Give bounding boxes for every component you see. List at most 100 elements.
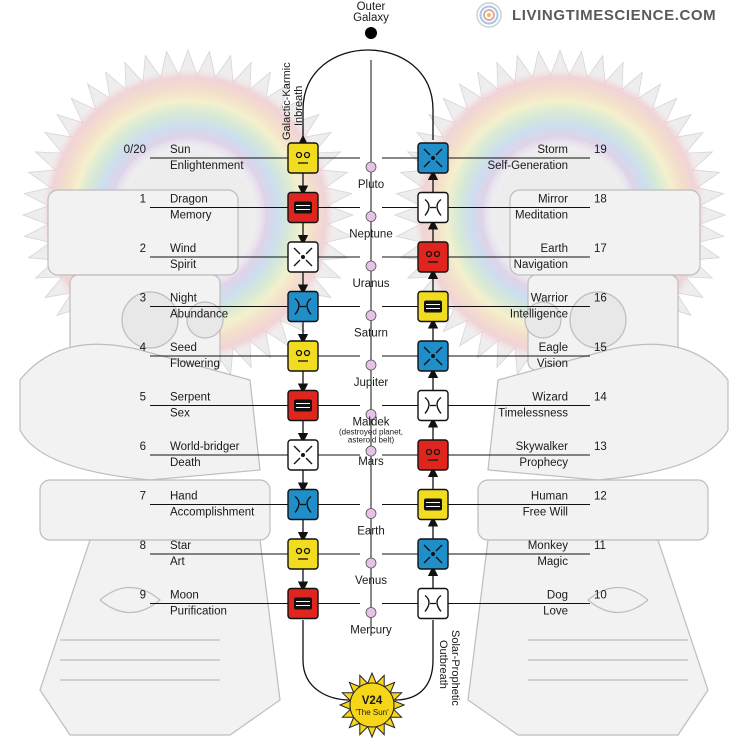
planet-note: (destroyed planet, [339,428,403,437]
seal-name: Mirror [538,194,568,206]
planet-dot [365,409,377,420]
sun-badge: V24 'The Sun' [338,671,406,739]
seal-name: Serpent [170,392,211,404]
glyph-icon [417,538,449,570]
seal-power: Meditation [515,210,568,222]
seal-power: Art [170,556,186,568]
glyph-icon [287,340,319,372]
row-number: 0/20 [124,144,146,156]
planet-name: Earth [357,526,385,538]
glyph-icon [287,389,319,422]
outbreath-label-2: Outbreath [437,640,449,689]
planet: Maldek(destroyed planet,asteroid belt) [339,409,403,445]
glyph-icon [287,538,319,570]
glyph-icon [287,587,319,620]
seal-power: Prophecy [519,457,568,469]
seal-power: Self-Generation [487,160,568,172]
row-number: 5 [140,392,146,404]
seal-name: Monkey [528,540,569,552]
sun-disc [349,682,395,728]
glyph-icon [287,488,319,521]
planet-name: Maldek [352,417,389,429]
seal-power: Intelligence [510,309,568,321]
planet-dot [365,161,377,173]
seal-power: Memory [170,210,212,222]
seal-name: World-bridger [170,441,240,453]
row-number: 17 [594,243,607,255]
seal-name: Dog [547,590,568,602]
row-number: 6 [140,441,146,453]
planet-dot [365,508,377,519]
seal-power: Flowering [170,358,220,370]
row-number: 14 [594,392,607,404]
planet-name: Mars [358,456,384,468]
seal-name: Star [170,540,191,552]
glyph-icon [287,241,319,273]
planet-name: Uranus [352,278,389,290]
row-number: 12 [594,491,607,503]
planet: Venus [355,557,387,587]
outbreath-label: Solar-Prophetic Outbreath [437,630,461,706]
seal-name: Hand [170,491,198,503]
figure-left [19,189,281,736]
flow-lines [297,49,434,701]
planet-name: Neptune [349,229,392,241]
seal-name: Dragon [170,194,208,206]
planet-name: Saturn [354,328,388,340]
brand-banner[interactable]: LIVINGTIMESCIENCE.COM [466,0,748,30]
glyph-icon [417,587,449,620]
row-number: 16 [594,293,607,305]
seal-name: Wizard [532,392,568,404]
seal-name: Seed [170,342,197,354]
outer-galaxy-label-1: Outer [357,1,386,13]
glyph-icon [287,142,319,174]
seal-power: Death [170,457,201,469]
outbreath-label-1: Solar-Prophetic [449,630,461,706]
seal-name: Storm [537,144,568,156]
planet-name: Jupiter [354,377,389,389]
glyph-icon [417,241,449,273]
row-number: 4 [140,342,147,354]
row-number: 2 [140,243,146,255]
row-number: 10 [594,590,607,602]
bottom-loop-right [394,620,434,701]
planet: Mars [358,445,384,468]
planet-dot [365,359,377,371]
inbreath-label-1: Galactic-Karmic [281,62,293,140]
seal-name: Moon [170,590,199,602]
planet-name: Mercury [350,625,392,637]
seal-name: Eagle [539,342,568,354]
glyph-icon [417,142,449,174]
seal-power: Enlightenment [170,160,244,172]
planet: Mercury [350,607,392,637]
row-number: 1 [140,194,146,206]
seal-power: Free Will [523,507,568,519]
top-loop [297,49,434,146]
inbreath-label-2: Inbreath [293,86,305,126]
seal-power: Vision [537,358,568,370]
glyph-icon [287,191,319,224]
planet-dot [365,211,377,222]
brand-text: LIVINGTIMESCIENCE.COM [512,6,717,24]
seal-name: Night [170,293,198,305]
seal-power: Accomplishment [170,507,255,519]
seal-name: Sun [170,144,190,156]
planet-dot [365,260,377,272]
spiral-logo-icon [476,2,502,28]
